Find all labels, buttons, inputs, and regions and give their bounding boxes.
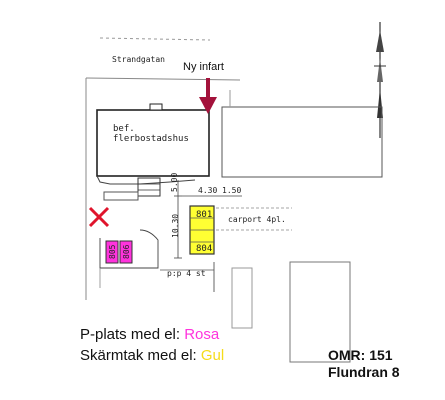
spot-806: 806 (122, 244, 131, 259)
legend-yellow-prefix: Skärmtak med el: (80, 347, 201, 364)
dim-500: 5.00 (170, 173, 179, 192)
cross-mark-icon (88, 206, 110, 228)
new-entrance-label: Ny infart (183, 61, 224, 73)
parking-label: p:p 4 st (167, 269, 206, 278)
neighbor-outline-small (231, 267, 253, 329)
omr-number: OMR: 151 (328, 347, 393, 363)
carport-label: carport 4pl. (228, 215, 286, 224)
legend-pink-prefix: P-plats med el: (80, 326, 185, 343)
dim-1030: 10.30 (171, 214, 180, 238)
legend-yellow-word: Gul (200, 347, 225, 364)
pink-spot-805 (105, 240, 119, 264)
legend-pink: P-plats med el: Rosa (80, 326, 219, 343)
street-line (99, 37, 211, 41)
small-structure (103, 191, 139, 201)
spot-804: 804 (196, 244, 212, 254)
spot-805: 805 (108, 244, 117, 259)
building-chimney (149, 103, 163, 111)
dim-150: 1.50 (222, 186, 241, 195)
omr-name: Flundran 8 (328, 364, 400, 380)
north-arrow-icon (374, 22, 386, 138)
pink-spot-806 (119, 240, 133, 264)
street-label: Strandgatan (112, 55, 165, 64)
neighbor-outline (289, 261, 351, 363)
parking-pink: 805 806 (105, 240, 133, 264)
parking-area-outline (99, 229, 159, 269)
carport-yellow: 801 804 (189, 205, 215, 255)
building-label-2: flerbostadshus (113, 134, 189, 144)
dim-430: 4.30 (198, 186, 217, 195)
spot-801: 801 (196, 210, 212, 220)
stair-block (137, 177, 161, 197)
building-label-1: bef. (113, 124, 135, 134)
building-steps (96, 175, 196, 185)
plot-boundary-top (85, 77, 241, 81)
legend-yellow: Skärmtak med el: Gul (80, 347, 224, 364)
neighbor-building (221, 106, 383, 178)
legend-pink-word: Rosa (184, 326, 220, 343)
down-arrow-icon (199, 78, 217, 114)
